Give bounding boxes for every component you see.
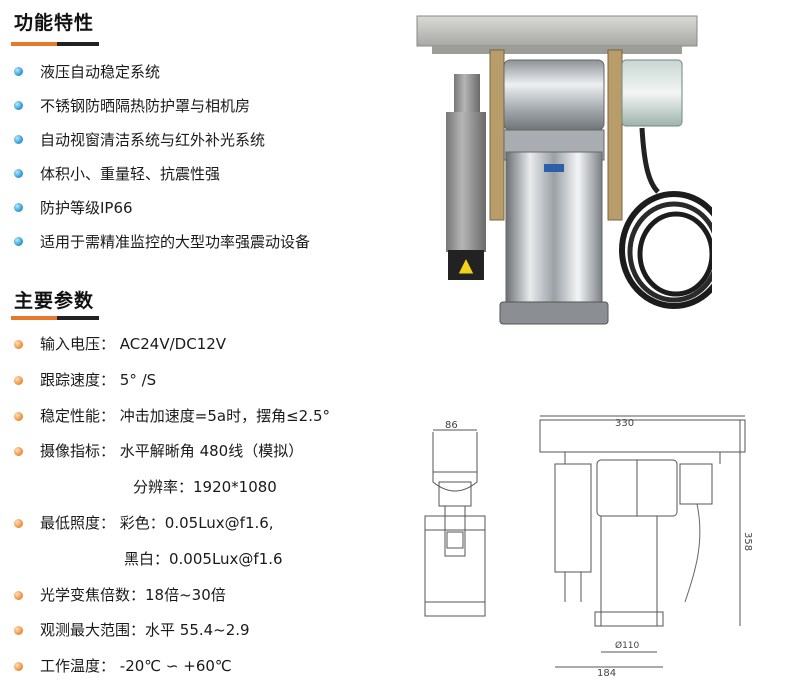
param-item: 最低照度： 彩色：0.05Lux@f1.6, [14,506,330,542]
bullet-icon [14,411,23,421]
dim-front-width: 86 [445,420,458,431]
bullet-icon [14,237,23,246]
dim-top-width: 330 [615,418,634,429]
param-item: 稳定性能： 冲击加速度=5a时，摆角≤2.5° [14,399,330,435]
param-item: 跟踪速度： 5° /S [14,363,330,399]
param-item-continued: 分辨率：1920*1080 [133,478,277,497]
param-item: 输入电压： AC24V/DC12V [14,327,330,363]
dim-base-width: 184 [597,668,616,679]
param-item: 工作温度： -20℃ ∽ +60℃ [14,649,330,685]
param-item: 观测最大范围：水平 55.4~2.9 [14,613,330,649]
features-title: 功能特性 [14,12,95,34]
feature-item: 不锈钢防晒隔热防护罩与相机房 [14,89,310,123]
bullet-icon [14,375,23,385]
bullet-icon [14,662,23,672]
features-list: 液压自动稳定系统 不锈钢防晒隔热防护罩与相机房 自动视窗清洁系统与红外补光系统 … [14,55,310,259]
params-title-underline [11,316,99,320]
dim-cylinder-diameter: Ø110 [615,640,640,651]
params-title: 主要参数 [14,290,95,312]
bullet-icon [14,203,23,212]
features-title-underline [11,42,99,46]
feature-item: 自动视窗清洁系统与红外补光系统 [14,123,310,157]
bullet-icon [14,518,23,528]
feature-item: 液压自动稳定系统 [14,55,310,89]
feature-item: 防护等级IP66 [14,191,310,225]
params-list: 输入电压： AC24V/DC12V 跟踪速度： 5° /S 稳定性能： 冲击加速… [14,327,330,685]
bullet-icon [14,101,23,110]
bullet-icon [14,340,23,349]
bullet-icon [14,169,23,178]
bullet-icon [14,626,23,636]
feature-item: 适用于需精准监控的大型功率强震动设备 [14,225,310,259]
dimension-drawing: 86 330 358 Ø110 184 [424,415,753,679]
param-item: 摄像指标： 水平解晰角 480线（模拟） [14,434,330,470]
dim-height: 358 [742,532,753,551]
param-item-continued: 黑白：0.005Lux@f1.6 [124,549,283,568]
bullet-icon [14,135,23,144]
feature-item: 体积小、重量轻、抗震性强 [14,157,310,191]
product-photo [416,15,712,325]
bullet-icon [14,447,23,457]
bullet-icon [14,67,23,76]
param-item: 光学变焦倍数：18倍~30倍 [14,578,330,614]
bullet-icon [14,590,23,600]
